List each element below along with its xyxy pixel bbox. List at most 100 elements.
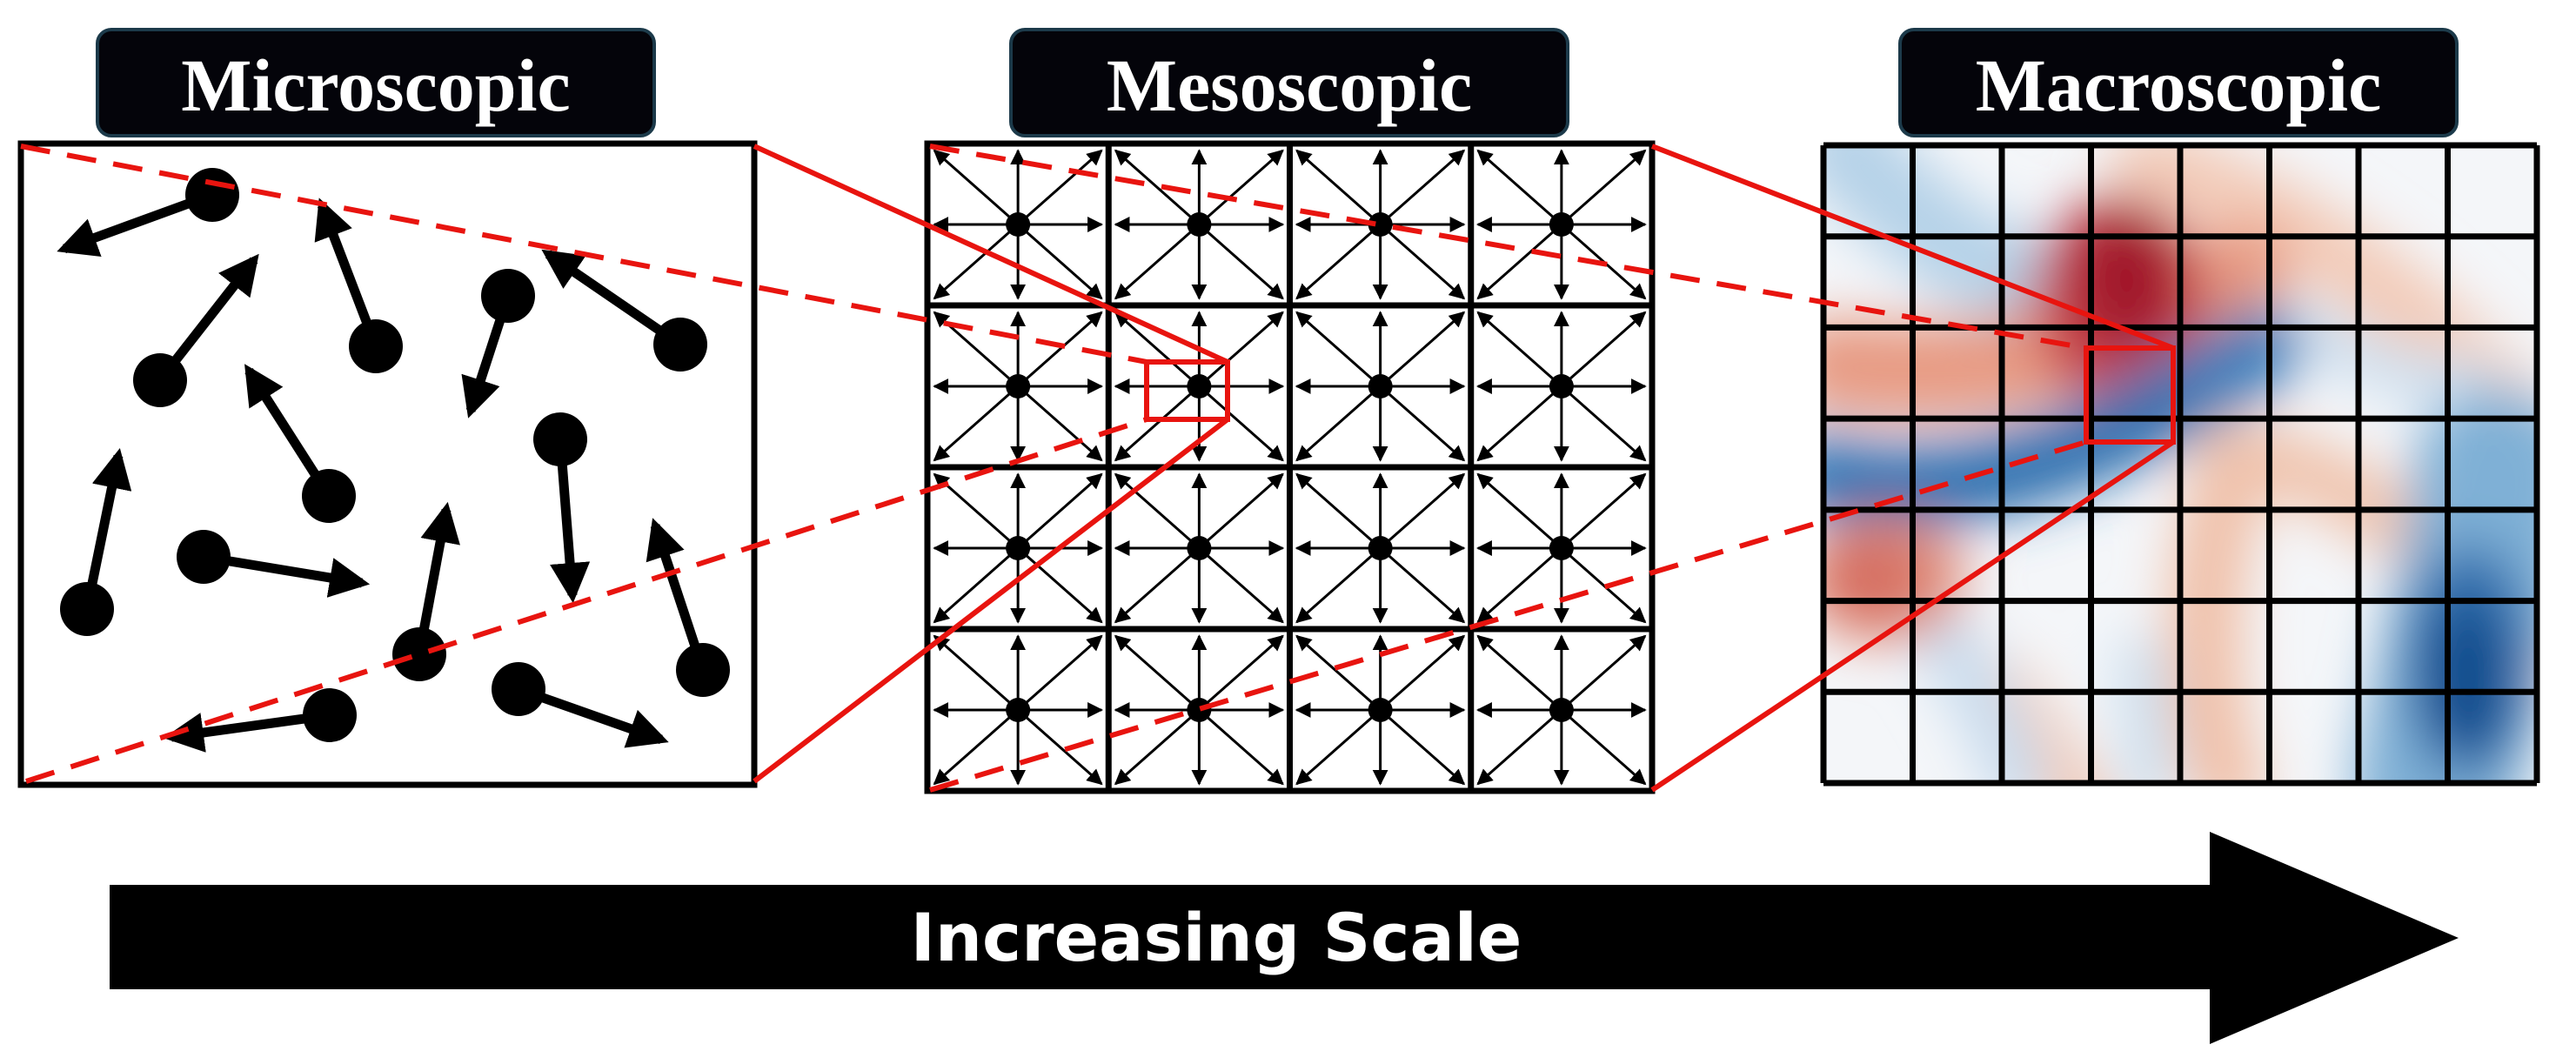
lattice-velocity-arrow bbox=[1295, 472, 1382, 550]
zoom-connectors bbox=[20, 144, 2176, 793]
particle-dot bbox=[676, 643, 730, 697]
title-macroscopic-text: Macroscopic bbox=[1976, 44, 2382, 127]
lattice-node bbox=[1475, 311, 1647, 462]
lattice-node-dot bbox=[1368, 536, 1393, 560]
lattice-velocity-arrow bbox=[933, 385, 1020, 462]
lattice-node bbox=[933, 634, 1104, 786]
lattice-velocity-arrow bbox=[1476, 223, 1562, 300]
lattice-velocity-arrow bbox=[1295, 311, 1382, 388]
lattice-velocity-arrow bbox=[1476, 472, 1562, 550]
lattice-node-dot bbox=[1368, 698, 1393, 722]
particle bbox=[533, 412, 591, 604]
title-macroscopic: Macroscopic bbox=[1898, 28, 2459, 137]
lattice-velocity-arrow bbox=[1114, 634, 1201, 712]
lattice-velocity-arrow bbox=[1295, 149, 1382, 226]
lattice-node-dot bbox=[1187, 374, 1212, 398]
meso-zoom-box bbox=[1144, 359, 1230, 422]
lattice-velocity-arrow bbox=[1560, 472, 1647, 550]
lattice-velocity-arrow bbox=[1114, 149, 1201, 226]
lattice-velocity-arrow bbox=[933, 546, 1020, 624]
lattice-velocity-arrow bbox=[933, 472, 1020, 550]
lattice-velocity-arrow bbox=[1198, 223, 1284, 300]
lattice-velocity-arrow bbox=[933, 708, 1020, 786]
lattice-velocity-arrow bbox=[1198, 546, 1284, 624]
particle-dot bbox=[481, 269, 535, 323]
lattice-velocity-arrow bbox=[1114, 546, 1201, 624]
particle-dot bbox=[492, 662, 545, 716]
zoom-dash-upper-right bbox=[929, 144, 2087, 351]
particle-dot bbox=[533, 412, 587, 466]
title-mesoscopic: Mesoscopic bbox=[1009, 28, 1569, 137]
lattice-node bbox=[1475, 634, 1647, 786]
lattice-node-dot bbox=[1006, 374, 1031, 398]
lattice-velocity-arrow bbox=[1379, 149, 1466, 226]
micro-panel-frame bbox=[17, 140, 758, 788]
lattice-velocity-arrow bbox=[1017, 223, 1103, 300]
lattice-velocity-arrow bbox=[1379, 472, 1466, 550]
lattice-velocity-arrow bbox=[1295, 634, 1382, 712]
particle-dot bbox=[392, 627, 446, 681]
lattice-node-dot bbox=[1006, 698, 1031, 722]
particle bbox=[163, 688, 357, 753]
zoom-dash-upper-left bbox=[20, 144, 1147, 365]
particle-dot bbox=[302, 469, 356, 523]
lattice-velocity-arrow bbox=[1114, 223, 1201, 300]
lattice-velocity-arrow bbox=[1295, 223, 1382, 300]
lattice-velocity-arrow bbox=[1379, 311, 1466, 388]
lattice-velocity-arrow bbox=[1295, 385, 1382, 462]
lattice-velocity-arrow bbox=[1198, 634, 1284, 712]
particle bbox=[244, 364, 356, 523]
lattice-node-dot bbox=[1549, 698, 1574, 722]
lattice-velocity-arrow bbox=[1198, 385, 1284, 462]
lattice-node bbox=[1475, 149, 1647, 300]
lattice-node bbox=[1295, 634, 1466, 786]
lattice-velocity-arrow bbox=[1560, 149, 1647, 226]
lattice-node-dot bbox=[1006, 212, 1031, 237]
lattice-velocity-arrow bbox=[1198, 149, 1284, 226]
particle bbox=[133, 253, 259, 407]
title-mesoscopic-text: Mesoscopic bbox=[1107, 44, 1472, 127]
lattice-velocity-arrow bbox=[1560, 385, 1647, 462]
lattice-velocity-arrow bbox=[1017, 149, 1103, 226]
lattice-node bbox=[1114, 634, 1285, 786]
particle-dot bbox=[303, 688, 357, 742]
lattice-node-dot bbox=[1187, 698, 1212, 722]
particle-dot bbox=[133, 353, 187, 407]
lattice-node-dot bbox=[1187, 212, 1212, 237]
particle bbox=[314, 198, 403, 373]
lattice-velocity-arrow bbox=[1114, 472, 1201, 550]
lattice-velocity-arrow bbox=[1017, 385, 1103, 462]
lattice-node-dot bbox=[1187, 536, 1212, 560]
particle bbox=[492, 662, 669, 748]
lattice-node bbox=[1114, 149, 1285, 300]
lattice-velocity-arrow bbox=[933, 149, 1020, 226]
lattice-velocity-arrow bbox=[1379, 708, 1466, 786]
lattice-velocity-arrow bbox=[1017, 472, 1103, 550]
lattice-node-dot bbox=[1368, 374, 1393, 398]
lattice-velocity-arrow bbox=[1476, 385, 1562, 462]
particle-dot bbox=[177, 530, 231, 584]
lattice-velocity-arrow bbox=[1560, 546, 1647, 624]
particle bbox=[541, 249, 707, 372]
zoom-solid-upper-right bbox=[1650, 144, 2175, 351]
increasing-scale-arrow: Increasing Scale bbox=[110, 832, 2459, 1044]
lattice-node-dot bbox=[1368, 212, 1393, 237]
lattice-node bbox=[1114, 472, 1285, 624]
particle bbox=[57, 168, 239, 258]
zoom-dash-lower-right bbox=[929, 439, 2087, 793]
meso-grid bbox=[927, 144, 1652, 791]
particle bbox=[646, 518, 730, 697]
macro-grid bbox=[1820, 142, 2540, 787]
lattice-velocity-arrow bbox=[933, 223, 1020, 300]
particle bbox=[60, 447, 132, 636]
title-microscopic: Microscopic bbox=[96, 28, 656, 137]
lattice-velocity-arrow bbox=[1379, 634, 1466, 712]
lattice-velocity-arrow bbox=[1560, 311, 1647, 388]
lattice-velocity-arrow bbox=[1560, 708, 1647, 786]
lattice-node bbox=[933, 149, 1104, 300]
lattice-velocity-arrow bbox=[1476, 311, 1562, 388]
lattice-velocity-arrow bbox=[1476, 149, 1562, 226]
increasing-scale-label: Increasing Scale bbox=[911, 899, 1522, 976]
lattice-node bbox=[1114, 311, 1285, 462]
